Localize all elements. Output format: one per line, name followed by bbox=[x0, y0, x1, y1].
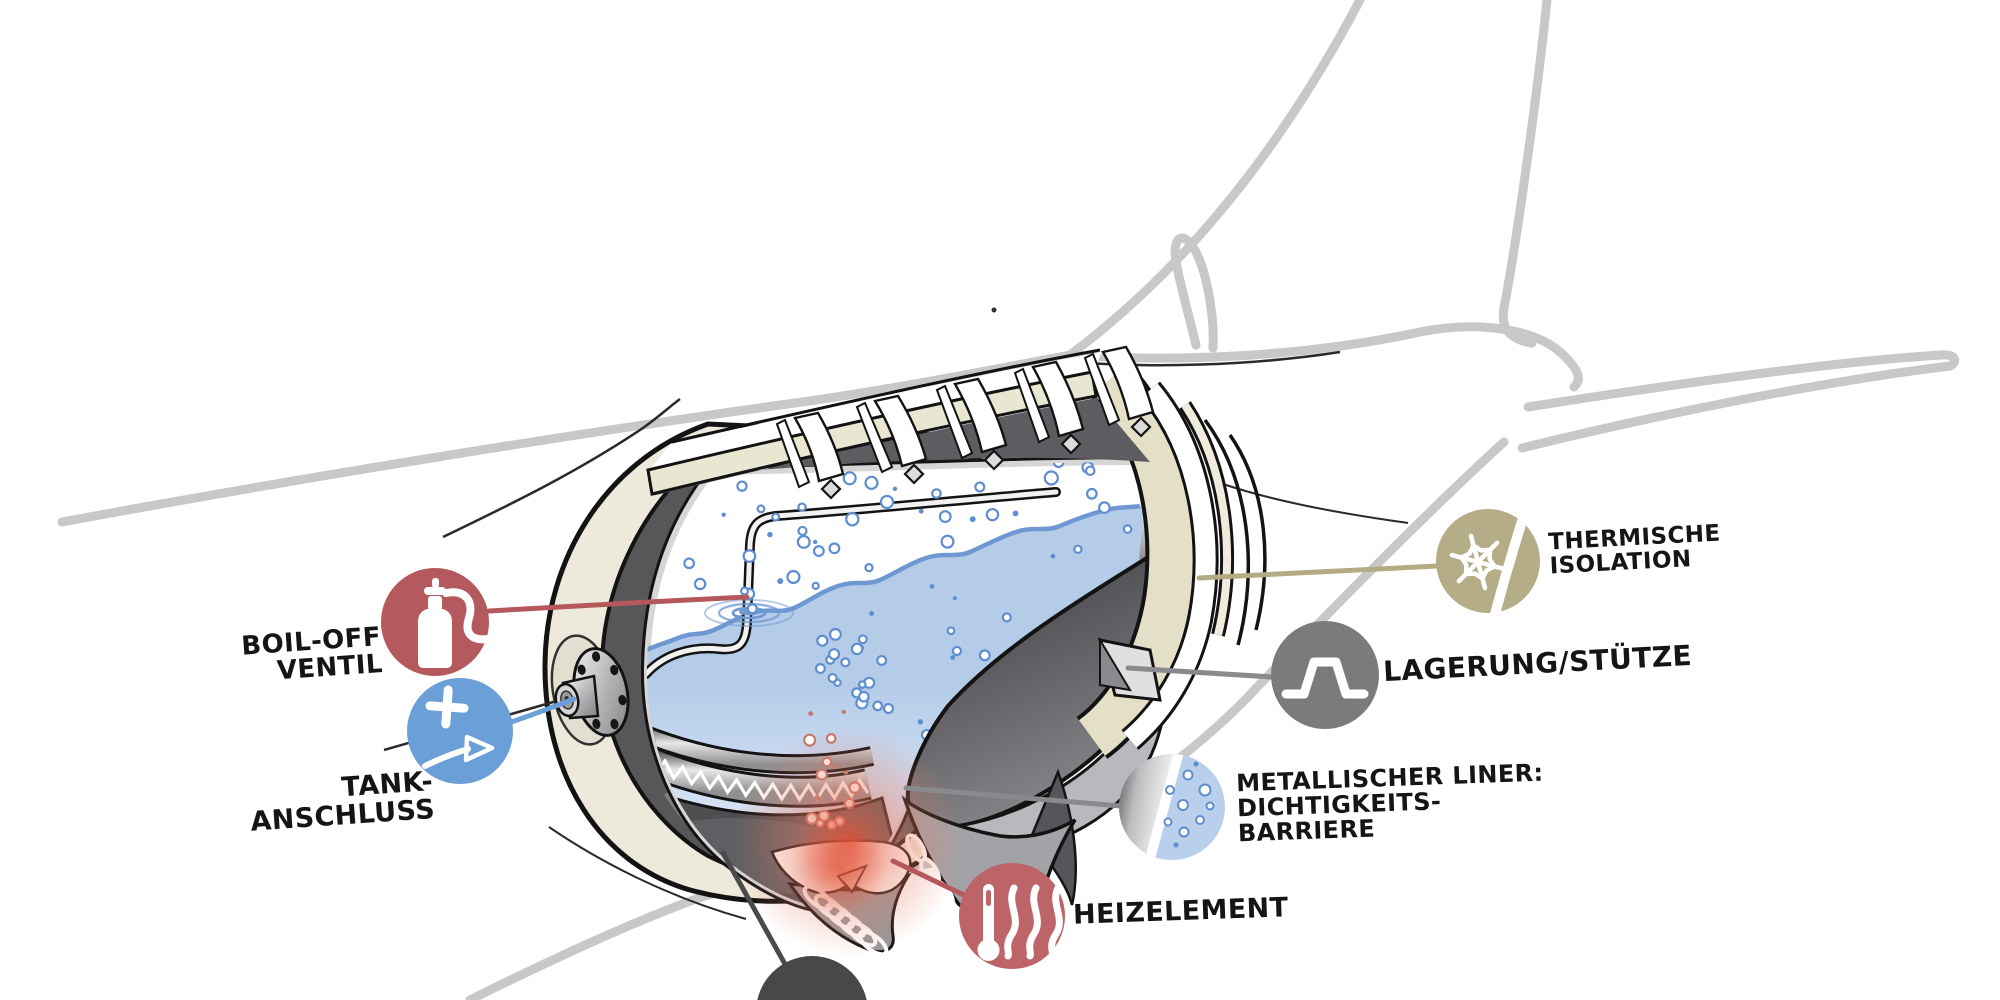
leader-line-bottom bbox=[720, 850, 798, 985]
far-stabilizer-bump bbox=[1170, 233, 1218, 353]
rear-dome-arc bbox=[1203, 418, 1251, 646]
skin-edge-line bbox=[671, 348, 1101, 444]
liquid-surface bbox=[646, 503, 1141, 657]
ink-dot bbox=[991, 307, 997, 313]
fuselage-frames-deck bbox=[646, 345, 1155, 500]
callout-icons bbox=[381, 497, 1540, 1000]
leader-line-boil-off bbox=[486, 594, 750, 614]
leader-line-heating bbox=[890, 858, 971, 900]
leader-line-liner bbox=[903, 785, 1124, 809]
flange-bolt-holes bbox=[577, 651, 627, 730]
snowflake-icon bbox=[1449, 533, 1507, 591]
boil-off-pipe bbox=[646, 487, 1061, 679]
leader-line-support bbox=[1125, 665, 1275, 680]
fuselage-top-rear-line bbox=[1065, 322, 1583, 392]
fin-trailing-edge bbox=[1498, 0, 1552, 348]
rear-dome-arc bbox=[1228, 434, 1267, 631]
boil-off-valve-icon bbox=[381, 568, 492, 676]
leader-line-insulation bbox=[1196, 563, 1440, 581]
label-metallischer-liner: METALLISCHER LINER:DICHTIGKEITS- BARRIER… bbox=[1235, 758, 1544, 848]
tank-connection-icon bbox=[407, 678, 513, 784]
partial-circle-icon bbox=[757, 956, 867, 1000]
leader-lines bbox=[486, 563, 1440, 985]
heating-glow bbox=[733, 727, 963, 957]
heating-element-icon bbox=[959, 863, 1065, 969]
fuselage-top-line bbox=[57, 350, 1075, 527]
thermal-insulation-icon bbox=[1436, 497, 1540, 623]
horizontal-stabilizer bbox=[1517, 350, 1960, 453]
tank-cutaway bbox=[383, 345, 1267, 961]
fin-leading-edge bbox=[1065, 0, 1365, 360]
support-mount-icon bbox=[1271, 621, 1379, 729]
